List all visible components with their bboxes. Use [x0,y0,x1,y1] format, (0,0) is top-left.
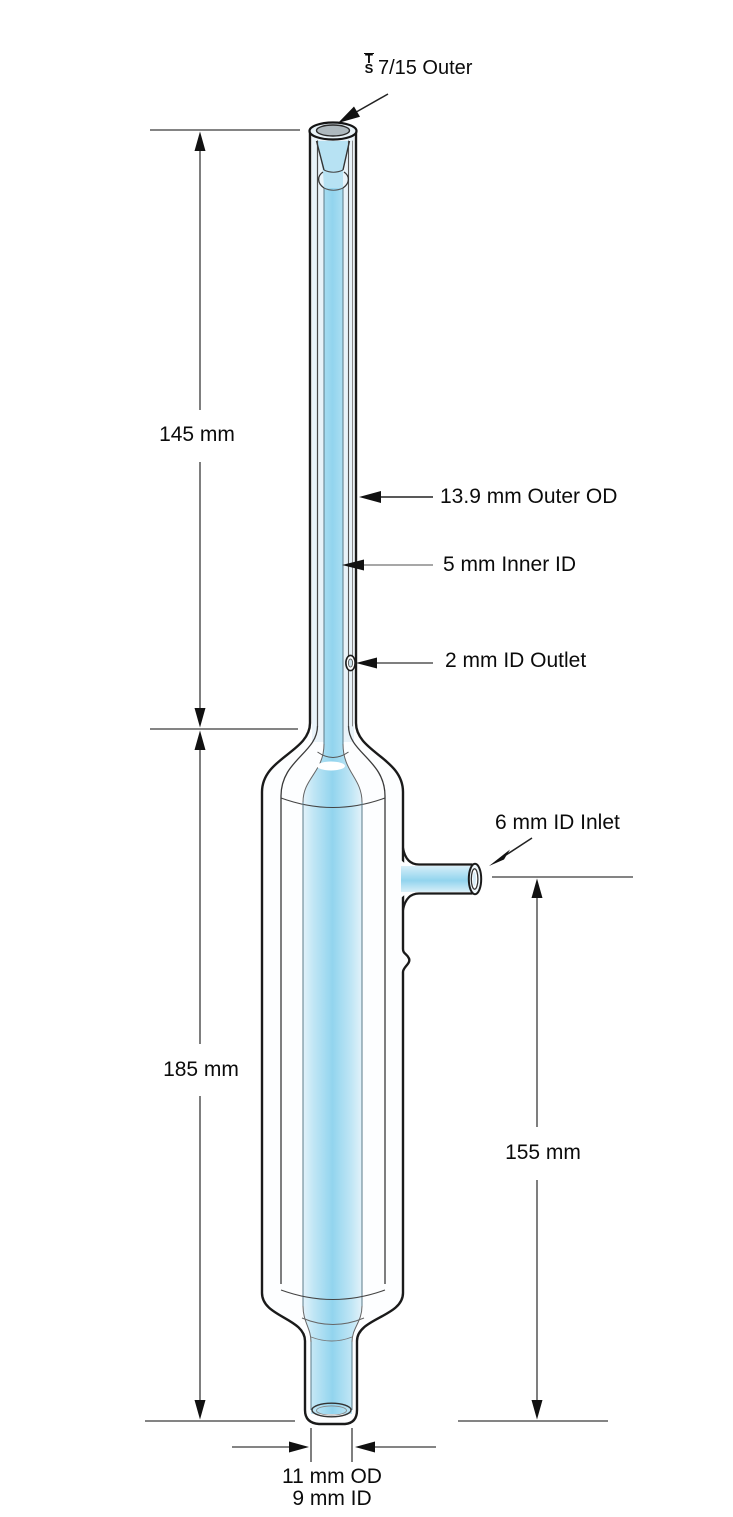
callout-outer-od: 13.9 mm Outer OD [440,485,618,508]
bore-column [303,188,362,1414]
joint-cone-fill [317,141,349,188]
body-inner-lines [280,796,386,1306]
bottom-opening [311,1402,352,1418]
glass-highlight [317,761,345,771]
callout-outlet: 2 mm ID Outlet [445,649,587,672]
dimension-arrowheads [194,131,543,1453]
dimension-body-length: 185 mm [163,1058,239,1081]
bottom-opening-inner [316,1405,347,1416]
callout-arrows [338,93,533,866]
dimension-bottom-od: 11 mm OD [282,1465,382,1488]
side-arm [399,846,483,912]
taper-symbol-top: T [364,51,374,66]
standard-taper-icon: T S [364,51,374,76]
dimension-lines [145,129,633,1462]
dimension-bottom-id: 9 mm ID [292,1487,372,1511]
shoulder-curves [280,725,386,808]
outlet-hole [345,654,356,672]
dimension-inlet-to-bottom: 155 mm [505,1141,581,1164]
callout-inlet: 6 mm ID Inlet [495,811,620,834]
neck-inner-lines [316,140,353,745]
callout-inner-id: 5 mm Inner ID [443,553,577,576]
ground-joint [308,121,358,191]
bottom-transition [280,1289,386,1410]
joint-callout: T S 7/15 Outer [364,51,473,80]
dimension-neck-length: 145 mm [159,423,235,446]
joint-size-label: 7/15 Outer [377,57,473,79]
dimension-bottom-tube: 11 mm OD 9 mm ID [264,1465,400,1511]
taper-symbol-bottom: S [364,60,374,76]
